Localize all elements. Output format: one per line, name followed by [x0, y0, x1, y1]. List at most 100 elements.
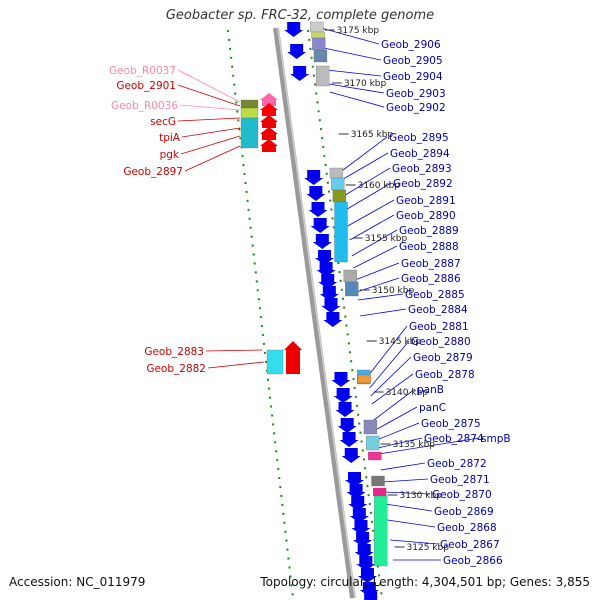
gene-label-right[interactable]: Geob_2888	[399, 241, 459, 253]
rna-label-left[interactable]: Geob_R0036	[111, 100, 178, 112]
gene-label-right[interactable]: Geob_2894	[390, 148, 450, 160]
gene-feature-box	[363, 419, 378, 435]
gene-label-right[interactable]: Geob_2906	[381, 39, 441, 51]
right-leader-line	[376, 422, 420, 441]
gene-label-left[interactable]: Geob_2901	[116, 80, 176, 92]
gene-label-left[interactable]: pgk	[160, 149, 180, 161]
kbp-tick-label: 3175 kbp	[337, 26, 380, 36]
gene-label-right[interactable]: Geob_2905	[383, 55, 443, 67]
gene-label-right[interactable]: Geob_2870	[432, 489, 492, 501]
gene-feature-box	[312, 37, 326, 51]
gene-label-right[interactable]: Geob_2889	[399, 225, 459, 237]
right-leader-line	[375, 406, 418, 431]
gene-arrow-right	[308, 202, 328, 217]
gene-arrow-right	[337, 418, 357, 433]
kbp-tick-label: 3160 kbp	[358, 181, 401, 191]
gene-arrow-right	[314, 250, 334, 265]
gene-arrow-right	[353, 532, 373, 547]
kbp-ticks: 3175 kbp 3170 kbp 3165 kbp 3160 kbp 3155 kbp…	[324, 26, 449, 553]
gene-label-right[interactable]: panB	[417, 384, 444, 396]
right-leader-line	[370, 356, 412, 397]
gene-arrow-right	[290, 66, 310, 81]
gene-label-right[interactable]: Geob_2893	[392, 163, 452, 175]
left-guide-line	[227, 29, 294, 599]
right-leader-line	[351, 229, 398, 257]
gene-label-right[interactable]: Geob_2884	[408, 304, 468, 316]
gene-label-right[interactable]: Geob_2868	[437, 522, 497, 534]
gene-label-right[interactable]: Geob_2869	[434, 506, 494, 518]
gene-arrow-right	[341, 448, 361, 463]
gene-label-right[interactable]: Geob_2886	[401, 273, 461, 285]
gene-label-left[interactable]: Geob_2897	[123, 166, 183, 178]
right-leader-line	[354, 262, 400, 281]
right-leader-line	[341, 152, 389, 181]
gene-label-left[interactable]: tpiA	[159, 132, 181, 144]
gene-label-right[interactable]: Geob_2885	[405, 289, 465, 301]
gene-feature-box	[365, 435, 380, 451]
gene-feature-box	[343, 269, 357, 283]
right-leader-line	[345, 182, 392, 211]
kbp-tick-label: 3155 kbp	[365, 234, 408, 244]
gene-label-right[interactable]: smpB	[481, 433, 511, 445]
gene-arrow-left	[260, 93, 278, 106]
gene-label-right[interactable]: Geob_2887	[401, 258, 461, 270]
right-leader-line	[390, 539, 439, 545]
kbp-tick-label: 3150 kbp	[372, 286, 415, 296]
gene-label-right[interactable]: Geob_2879	[413, 352, 473, 364]
gene-arrow-right	[351, 520, 371, 535]
gene-label-right[interactable]: Geob_2866	[443, 555, 503, 567]
gene-label-right[interactable]: Geob_2867	[440, 539, 500, 551]
left-leader-line	[177, 69, 241, 103]
gene-arrow-right	[346, 484, 366, 499]
gene-label-right[interactable]: panC	[419, 402, 446, 414]
gene-feature-box	[240, 117, 259, 149]
gene-label-right[interactable]: Geob_2895	[389, 132, 449, 144]
gene-label-right[interactable]: Geob_2902	[386, 102, 446, 114]
kbp-tick-label: 3130 kbp	[399, 491, 442, 501]
right-leader-line	[353, 245, 398, 269]
genome-summary-text: Topology: circular; Length: 4,304,501 bp…	[260, 575, 590, 589]
right-leader-line	[373, 388, 416, 421]
gene-label-right[interactable]: Geob_2904	[383, 71, 443, 83]
gene-label-right[interactable]: Geob_2890	[396, 210, 456, 222]
gene-label-right[interactable]: Geob_2903	[386, 88, 446, 100]
genome-backbone-highlight	[277, 27, 356, 599]
gene-label-right[interactable]: Geob_2875	[421, 418, 481, 430]
kbp-tick-label: 3145 kbp	[379, 337, 422, 347]
gene-label-right[interactable]: Geob_2880	[411, 336, 471, 348]
gene-label-left[interactable]: Geob_2882	[146, 363, 206, 375]
left-leader-line	[177, 117, 241, 122]
gene-feature-box	[329, 167, 344, 179]
left-leader-line	[179, 104, 241, 111]
gene-label-right[interactable]: Geob_2881	[409, 321, 469, 333]
kbp-tick-label: 3140 kbp	[386, 388, 429, 398]
gene-feature-box	[371, 475, 385, 487]
gene-label-right[interactable]: Geob_2892	[393, 178, 453, 190]
gene-feature-box	[331, 177, 345, 191]
gene-arrow-right	[344, 472, 364, 487]
gene-label-right[interactable]: Geob_2878	[415, 369, 475, 381]
right-leader-line	[328, 83, 385, 94]
left-leader-line	[207, 361, 265, 369]
gene-label-left[interactable]: secG	[150, 116, 176, 128]
kbp-tick-label: 3170 kbp	[344, 79, 387, 89]
gene-label-left[interactable]: Geob_2883	[144, 346, 204, 358]
rna-label-left[interactable]: Geob_R0037	[109, 65, 176, 77]
gene-feature-box	[315, 65, 330, 87]
gene-arrow-right	[335, 402, 355, 417]
right-leader-line	[349, 214, 395, 241]
gene-label-right[interactable]: Geob_2871	[430, 474, 490, 486]
gene-track	[240, 21, 388, 600]
right-leader-line	[323, 47, 382, 61]
kbp-tick-label: 3135 kbp	[393, 440, 436, 450]
gene-label-right[interactable]: Geob_2891	[396, 195, 456, 207]
gene-label-right[interactable]: Geob_2872	[427, 458, 487, 470]
gene-arrow-right	[287, 44, 307, 59]
right-guide-line	[307, 29, 383, 599]
gene-feature-box	[332, 189, 347, 203]
gene-label-right[interactable]: Geob_2874	[424, 433, 484, 445]
gene-feature-box	[313, 49, 328, 63]
gene-feature-box	[334, 201, 348, 263]
kbp-tick-label: 3165 kbp	[351, 130, 394, 140]
